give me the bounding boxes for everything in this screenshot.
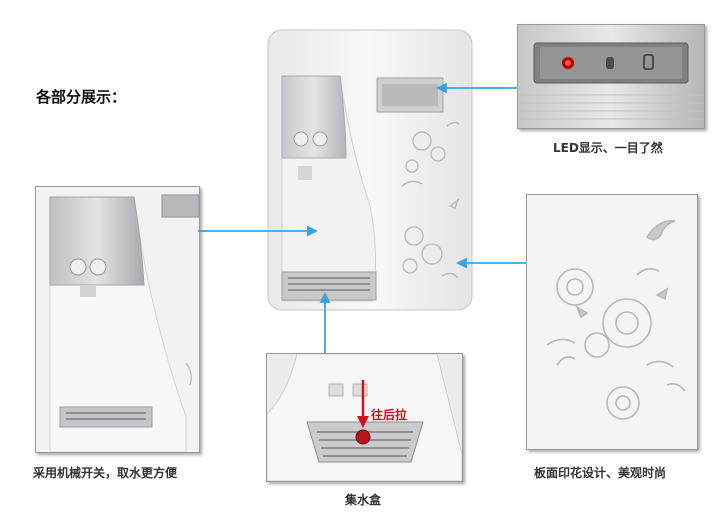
panel-print-closeup xyxy=(526,194,698,450)
section-heading: 各部分展示： xyxy=(36,88,127,106)
pull-back-label: 往后拉 xyxy=(371,408,408,422)
pull-back-arrow xyxy=(355,380,371,430)
panel-caption: 板面印花设计、美观时尚 xyxy=(534,466,667,480)
led-display-closeup xyxy=(517,24,705,129)
mechanical-switch-closeup xyxy=(35,186,200,453)
main-dispenser-image xyxy=(262,26,477,316)
tray-caption: 集水盒 xyxy=(345,493,382,507)
led-caption: LED显示、一目了然 xyxy=(553,141,663,155)
switch-caption: 采用机械开关，取水更方便 xyxy=(33,466,178,480)
